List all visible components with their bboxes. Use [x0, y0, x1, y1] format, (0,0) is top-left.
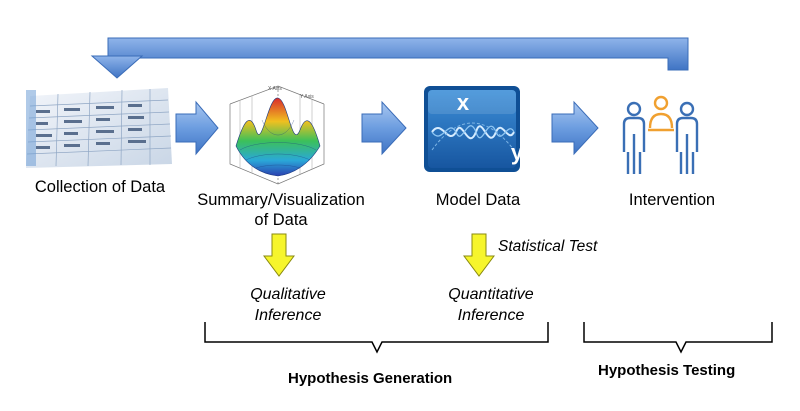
xy-wave-model-icon — [424, 86, 520, 172]
hypothesis-testing-label: Hypothesis Testing — [598, 362, 736, 379]
stage-label-collection: Collection of Data — [34, 178, 166, 196]
flow-arrow-3 — [551, 100, 599, 156]
quantitative-inference-label: Quantitative Inference — [428, 284, 554, 326]
feedback-loop-arrowhead — [90, 55, 144, 79]
quantitative-inference-arrow — [463, 233, 495, 277]
svg-text:X Axis: X Axis — [268, 86, 282, 92]
stage-label-summary: Summary/Visualization of Data — [186, 190, 376, 230]
svg-text:Y Axis: Y Axis — [300, 94, 314, 100]
people-group-icon — [622, 95, 699, 174]
stage-label-intervention: Intervention — [628, 191, 716, 209]
stage-label-summary-line-2: of Data — [254, 211, 308, 229]
hypothesis-generation-brace — [204, 322, 549, 354]
model-y-letter: y — [510, 140, 524, 165]
flow-arrow-2 — [361, 100, 407, 156]
hypothesis-generation-label: Hypothesis Generation — [288, 370, 453, 387]
flow-arrow-1 — [175, 100, 219, 156]
stage-label-model: Model Data — [435, 191, 521, 209]
model-x-letter: x — [456, 90, 470, 115]
quantitative-inference-line-2: Inference — [457, 307, 525, 324]
stage-label-summary-line-1: Summary/Visualization — [197, 191, 365, 209]
qualitative-inference-label: Qualitative Inference — [228, 284, 348, 326]
qualitative-inference-line-1: Qualitative — [250, 286, 326, 303]
quantitative-inference-line-1: Quantitative — [448, 286, 534, 303]
qualitative-inference-arrow — [263, 233, 295, 277]
3d-surface-plot-icon: X Axis Y Axis — [229, 85, 325, 185]
statistical-test-note: Statistical Test — [498, 238, 598, 255]
spreadsheet-icon — [26, 88, 172, 168]
feedback-loop-arrow — [107, 37, 689, 71]
qualitative-inference-line-2: Inference — [254, 307, 322, 324]
hypothesis-testing-brace — [583, 322, 773, 354]
